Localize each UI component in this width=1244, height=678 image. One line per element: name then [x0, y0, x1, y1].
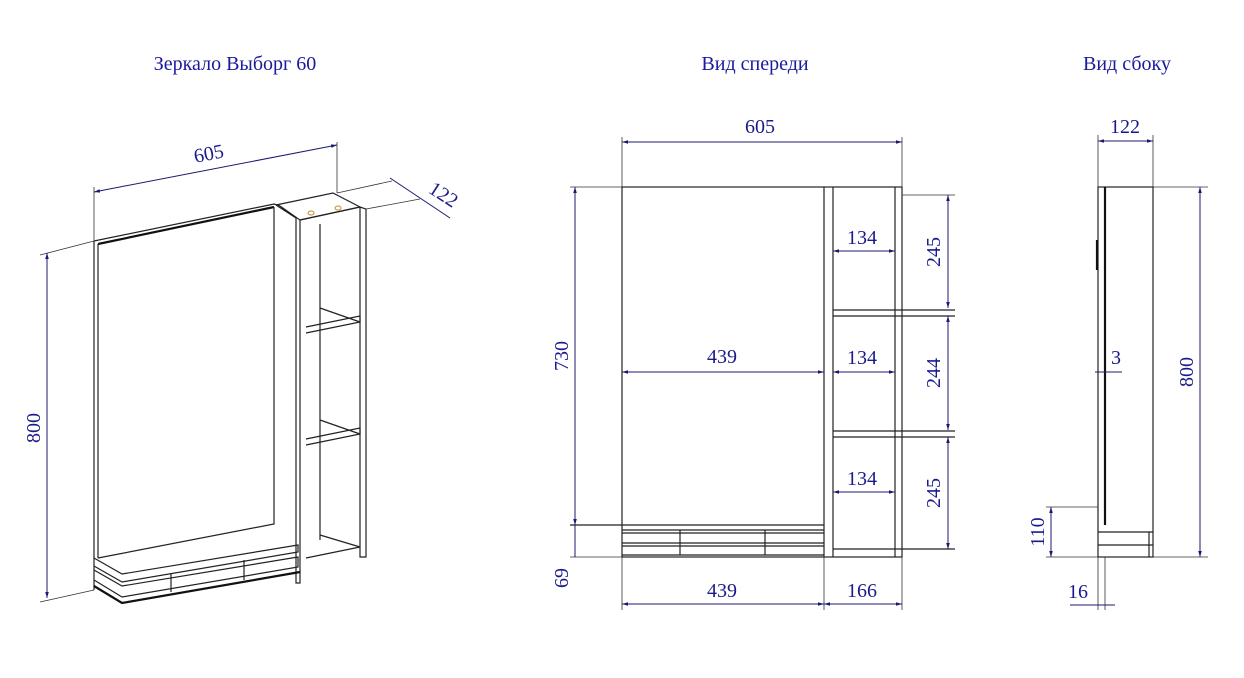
front-shelf-width-1-label: 134 [847, 227, 877, 249]
front-shelf-height-3-label: 245 [923, 478, 945, 508]
front-width-label: 605 [745, 116, 775, 138]
side-depth-label: 122 [1110, 116, 1140, 138]
isometric-view: 605 122 800 [23, 140, 462, 605]
front-shelf-width-3-label: 134 [847, 468, 877, 490]
side-base-height-label: 110 [1027, 517, 1049, 546]
front-base-right-label: 166 [847, 580, 877, 602]
iso-depth-label: 122 [425, 178, 462, 213]
front-height-upper-label: 730 [551, 341, 573, 371]
front-mirror-width-label: 439 [707, 346, 737, 368]
front-base-left-label: 439 [707, 580, 737, 602]
side-height-label: 800 [1176, 357, 1198, 387]
front-view: 605 730 69 439 439 166 134 134 134 245 2… [551, 116, 955, 610]
front-height-base-label: 69 [551, 568, 573, 588]
front-shelf-height-1-label: 245 [923, 237, 945, 267]
side-view: 122 800 3 110 16 [1027, 116, 1208, 610]
iso-view-title: Зеркало Выборг 60 [154, 53, 317, 75]
side-view-title: Вид сбоку [1083, 53, 1171, 75]
front-shelf-width-2-label: 134 [847, 347, 877, 369]
front-view-title: Вид спереди [701, 53, 808, 75]
front-shelf-height-2-label: 244 [923, 358, 945, 388]
iso-width-label: 605 [192, 140, 226, 167]
side-mirror-thickness-label: 3 [1111, 347, 1121, 369]
side-offset-label: 16 [1068, 581, 1088, 603]
iso-height-label: 800 [23, 413, 45, 443]
